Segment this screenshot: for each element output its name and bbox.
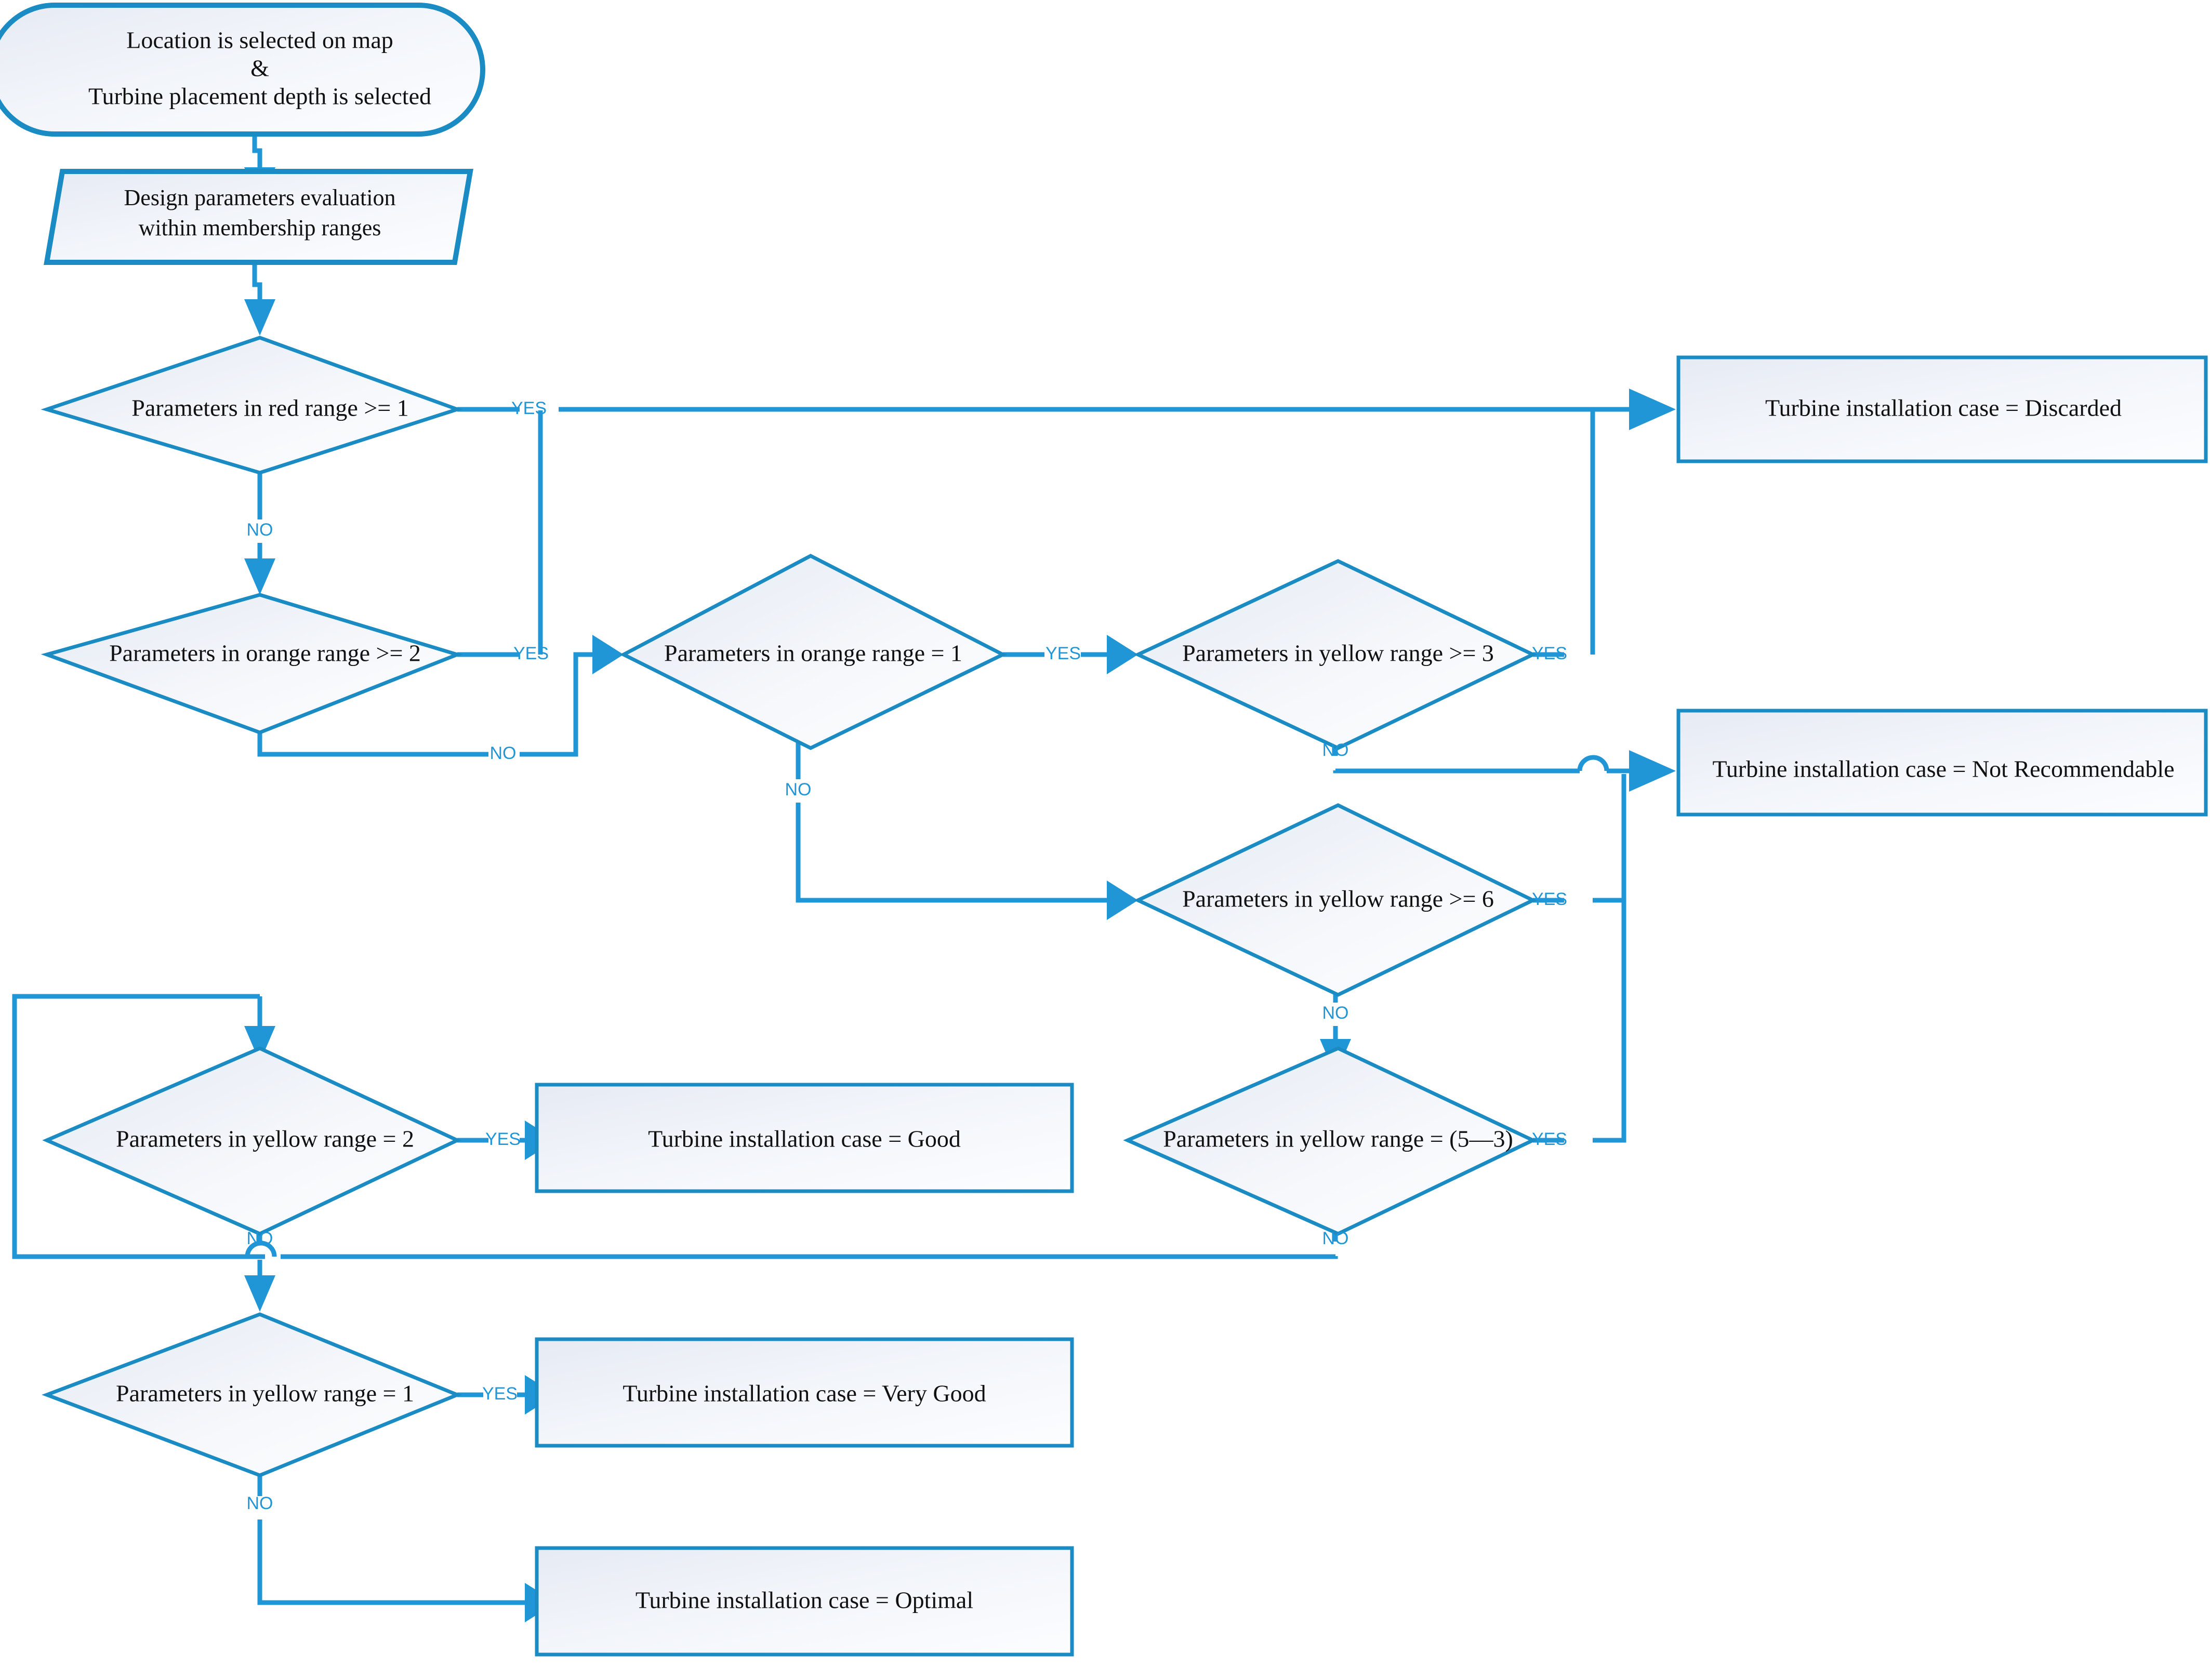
arrowhead-notrec <box>1629 750 1676 792</box>
edge-orange2-no-b <box>520 652 592 757</box>
edge-label-yellow1-yes: YES <box>482 1384 518 1404</box>
arrowhead-discarded <box>1629 389 1676 430</box>
decision-yellow-ge-6-label: Parameters in yellow range >= 6 <box>1182 886 1494 912</box>
arrowhead-orange1 <box>592 635 624 674</box>
start-line-3: Turbine placement depth is selected <box>88 83 431 110</box>
node-result-optimal[interactable]: Turbine installation case = Optimal <box>535 1546 1074 1657</box>
node-decision-yellow-eq-5-3[interactable]: Parameters in yellow range = (5—3) <box>1123 1046 1538 1236</box>
node-decision-yellow-eq-1[interactable]: Parameters in yellow range = 1 <box>42 1312 462 1477</box>
edge-labels: YES NO YES NO YES NO YES NO YES NO YES N… <box>247 398 1568 1513</box>
edge-label-orange2-no: NO <box>490 743 517 763</box>
edge-process-red1 <box>252 262 262 299</box>
process-line-1: Design parameters evaluation <box>124 185 396 210</box>
process-line-2: within membership ranges <box>139 215 381 241</box>
edge-label-yellow53-no: NO <box>1322 1229 1349 1248</box>
arrowhead-yellow6 <box>1107 881 1138 920</box>
decision-yellow-eq-5-3-label: Parameters in yellow range = (5—3) <box>1163 1126 1513 1152</box>
node-result-very-good[interactable]: Turbine installation case = Very Good <box>535 1337 1074 1448</box>
edge-start-process <box>252 134 262 167</box>
arrowhead-yellow2 <box>244 1026 275 1062</box>
edge-yellow1-no-b <box>257 1519 525 1605</box>
edge-label-orange1-no: NO <box>785 780 812 799</box>
edge-yellow53-no-b <box>281 1254 1338 1259</box>
start-line-1: Location is selected on map <box>126 27 393 54</box>
edge-label-yellow2-no: NO <box>247 1229 273 1248</box>
result-good-label: Turbine installation case = Good <box>648 1126 961 1152</box>
edge-yellow3-no-b <box>1333 768 1580 774</box>
edge-label-orange1-yes: YES <box>1046 644 1081 663</box>
edge-line-hop-2 <box>245 1241 277 1257</box>
edge-label-yellow3-yes: YES <box>1532 644 1567 663</box>
decision-yellow-eq-2-label: Parameters in yellow range = 2 <box>116 1126 414 1152</box>
node-decision-yellow-eq-2[interactable]: Parameters in yellow range = 2 <box>42 1046 462 1236</box>
edge-label-yellow3-no: NO <box>1322 740 1349 760</box>
decision-orange-ge-2-label: Parameters in orange range >= 2 <box>109 640 421 666</box>
edge-label-yellow1-no: NO <box>247 1494 273 1513</box>
edge-orange2-no-a <box>257 732 488 757</box>
decision-yellow-eq-1-label: Parameters in yellow range = 1 <box>116 1380 414 1407</box>
arrowhead-yellow3 <box>1107 635 1138 674</box>
result-optimal-label: Turbine installation case = Optimal <box>636 1587 973 1614</box>
edge-orange1-no-b <box>796 803 1107 903</box>
edge-label-orange2-yes: YES <box>513 644 549 663</box>
start-line-2: & <box>250 55 269 82</box>
node-decision-yellow-ge-3[interactable]: Parameters in yellow range >= 3 <box>1133 559 1538 750</box>
result-discarded-label: Turbine installation case = Discarded <box>1765 395 2122 421</box>
arrowhead-red1 <box>244 299 275 336</box>
edge-label-yellow6-yes: YES <box>1532 889 1567 909</box>
result-not-recommendable-label: Turbine installation case = Not Recommen… <box>1712 756 2174 782</box>
edge-line-hop <box>1577 755 1609 771</box>
edge-yellow53-yes-up <box>1593 774 1626 1143</box>
edge-loopback-left <box>12 994 265 1259</box>
node-result-discarded[interactable]: Turbine installation case = Discarded <box>1676 355 2208 463</box>
node-decision-orange-ge-2[interactable]: Parameters in orange range >= 2 <box>41 593 463 735</box>
node-decision-orange-eq-1[interactable]: Parameters in orange range = 1 <box>619 554 1007 750</box>
node-start[interactable]: Location is selected on map & Turbine pl… <box>0 2 485 137</box>
node-result-good[interactable]: Turbine installation case = Good <box>535 1083 1074 1193</box>
decision-yellow-ge-3-label: Parameters in yellow range >= 3 <box>1182 640 1494 666</box>
node-decision-yellow-ge-6[interactable]: Parameters in yellow range >= 6 <box>1133 803 1537 997</box>
edge-label-yellow2-yes: YES <box>485 1129 521 1149</box>
decision-red-ge-1-label: Parameters in red range >= 1 <box>131 395 408 421</box>
edge-yellow6-yes-up <box>1593 774 1626 903</box>
arrowhead-yellow1 <box>244 1275 275 1312</box>
arrowhead-orange2 <box>244 558 275 595</box>
node-result-not-recommendable[interactable]: Turbine installation case = Not Recommen… <box>1676 709 2208 817</box>
edge-label-red1-no: NO <box>247 520 273 540</box>
edge-label-yellow53-yes: YES <box>1532 1129 1567 1149</box>
edge-label-red1-yes: YES <box>511 398 547 418</box>
connectors <box>12 134 1676 1622</box>
node-decision-red-ge-1[interactable]: Parameters in red range >= 1 <box>41 336 463 475</box>
edge-label-yellow6-no: NO <box>1322 1003 1349 1023</box>
node-process[interactable]: Design parameters evaluation within memb… <box>44 169 473 265</box>
decision-orange-eq-1-label: Parameters in orange range = 1 <box>664 640 962 666</box>
result-very-good-label: Turbine installation case = Very Good <box>623 1380 986 1407</box>
